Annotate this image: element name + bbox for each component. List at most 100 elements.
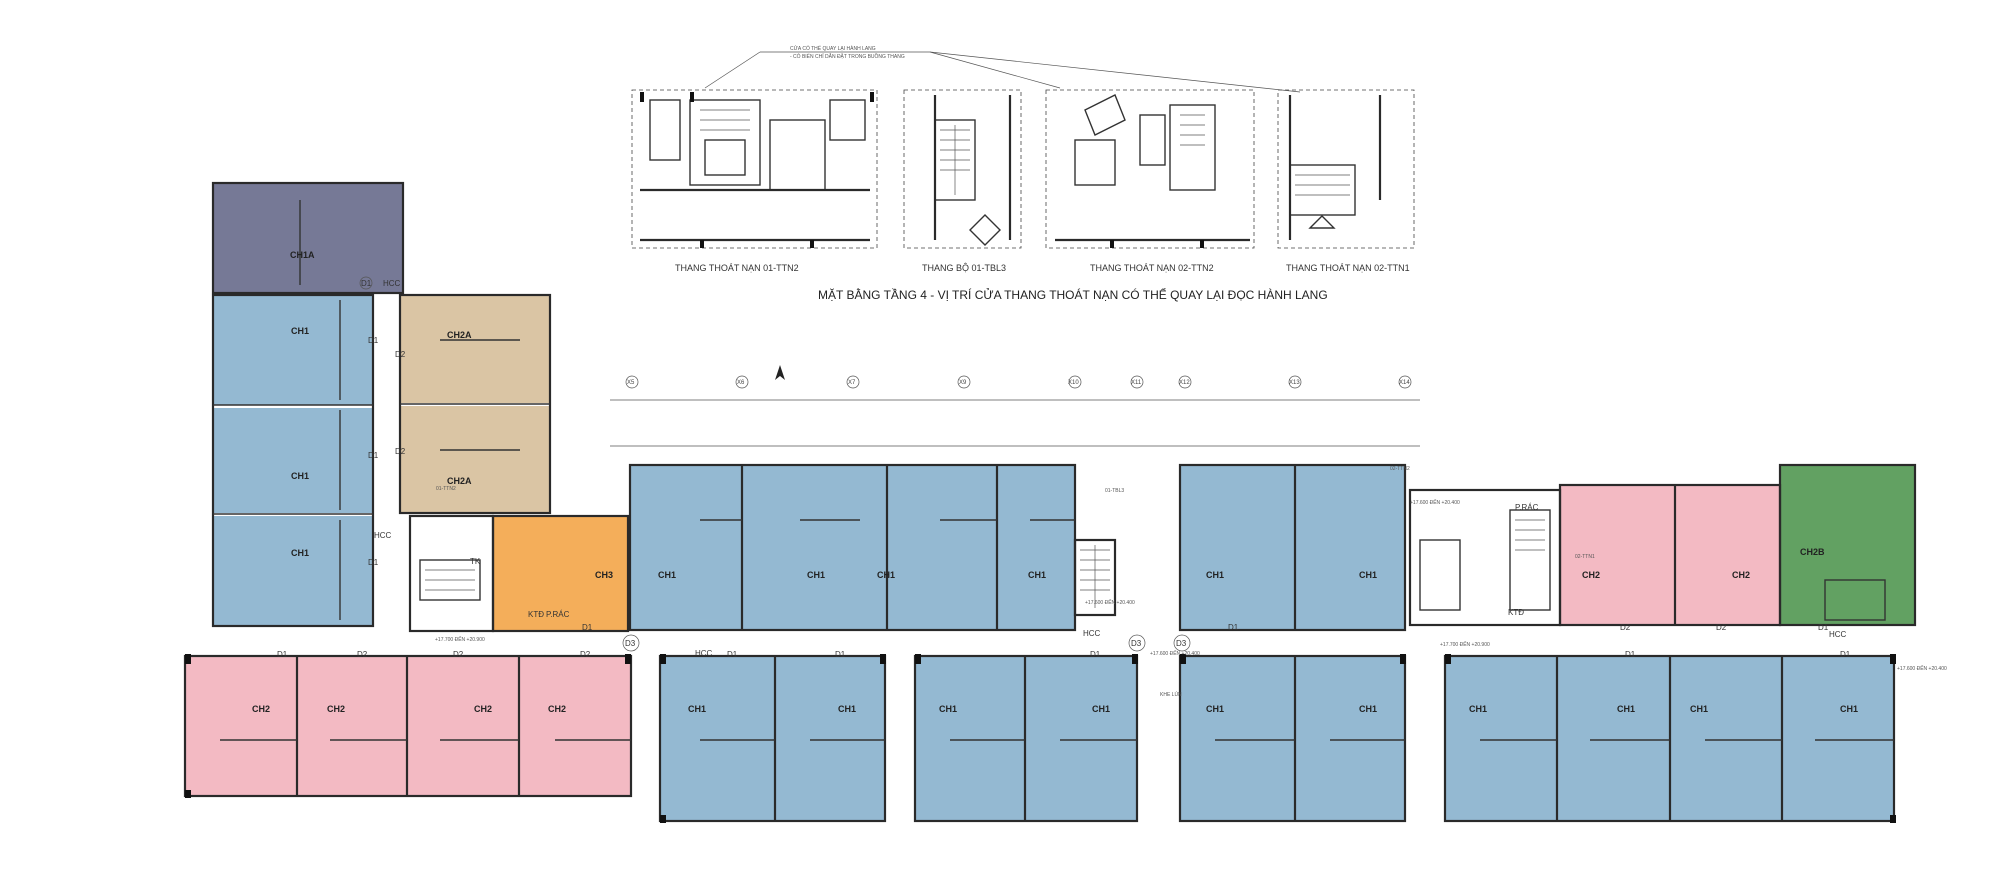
- axis-x5: X5: [625, 375, 639, 389]
- label-ch1-u4: CH1: [1028, 570, 1046, 580]
- label-ch1-l9: CH1: [1690, 704, 1708, 714]
- unit-ch1-upper-6: [1295, 465, 1405, 630]
- tag-d1-ch1a: D1: [361, 279, 372, 288]
- tag-d1-c: D1: [368, 558, 379, 567]
- tag-d2-b: D2: [395, 447, 406, 456]
- stair-tag-tbl3-01: 01-TBL3: [1105, 488, 1124, 494]
- label-ch1-l5: CH1: [1206, 704, 1224, 714]
- tag-d1-l8: D1: [1228, 623, 1239, 632]
- svg-text:X11: X11: [1131, 380, 1142, 386]
- tag-d1-l7: D1: [1090, 650, 1101, 659]
- level-note-b3: +17.600 ĐẾN +20.400: [1410, 499, 1460, 506]
- tag-d2-l4: D2: [580, 650, 591, 659]
- level-note-b2: +17.600 ĐẾN +20.400: [1150, 650, 1200, 657]
- grid-axes: X5 X6 X7 X9 X10 X11 X12 X13 X14: [610, 365, 1420, 447]
- stair-tag-ttn2-02: 02-TTN2: [1390, 466, 1410, 472]
- axis-x6: X6: [735, 375, 749, 389]
- tag-d1-r4: D1: [1625, 650, 1636, 659]
- unit-ch1-upper-3: [887, 465, 997, 630]
- unit-ch1-lower-9: [1670, 656, 1782, 821]
- tag-hcc-center: HCC: [1083, 629, 1101, 638]
- plan-title: MẶT BẰNG TẦNG 4 - VỊ TRÍ CỬA THANG THOÁT…: [818, 287, 1328, 302]
- tag-d2-l2: D2: [357, 650, 368, 659]
- label-ch1-u3: CH1: [877, 570, 895, 580]
- label-ch1-l10: CH1: [1840, 704, 1858, 714]
- unit-ch2-upper-1: [1560, 485, 1675, 625]
- note-line1: CỬA CÓ THỂ QUAY LẠI HÀNH LANG: [790, 45, 876, 52]
- label-ch2-l2: CH2: [327, 704, 345, 714]
- stair-tag-ttn1-02: 02-TTN1: [1575, 554, 1595, 560]
- unit-ch2-lower-1: [185, 656, 297, 796]
- level-note-b1: +17.600 ĐẾN +20.400: [1085, 599, 1135, 606]
- tag-d3-a: D3: [625, 639, 636, 648]
- unit-ch1-lower-7: [1445, 656, 1557, 821]
- svg-text:X7: X7: [848, 380, 856, 386]
- unit-ch1-lower-2: [775, 656, 885, 821]
- label-ch1-l6: CH1: [1359, 704, 1377, 714]
- inset-ttn1-02: THANG THOÁT NẠN 02-TTN1: [1277, 89, 1415, 273]
- door-tags: D1 D1 D1 D1 D2 D2 HCC HCC KTĐ P.RÁC TK D…: [277, 276, 1851, 659]
- unit-ch2a-a: [400, 295, 550, 403]
- unit-ch2-upper-2: [1675, 485, 1780, 625]
- axis-x9: X9: [957, 375, 971, 389]
- tag-d2-l3: D2: [453, 650, 464, 659]
- tag-d1-r3: D1: [1818, 623, 1829, 632]
- unit-ch1-lower-1: [660, 656, 775, 821]
- tag-d1-l1: D1: [277, 650, 288, 659]
- north-arrow-icon: [775, 365, 785, 380]
- svg-text:X5: X5: [627, 380, 635, 386]
- label-ch1-l8: CH1: [1617, 704, 1635, 714]
- svg-text:X13: X13: [1289, 380, 1300, 386]
- unit-labels: CH1A CH1 CH1 CH1 CH2A CH2A CH3 CH1 CH1 C…: [252, 250, 1858, 714]
- unit-ch1-upper-4: [997, 465, 1075, 630]
- label-ch1-l1: CH1: [688, 704, 706, 714]
- label-ch1-u1: CH1: [658, 570, 676, 580]
- units: [185, 183, 1915, 821]
- inset-ttn2-01: THANG THOÁT NẠN 01-TTN2: [631, 89, 878, 273]
- label-ch1-a: CH1: [291, 326, 309, 336]
- tag-d1-ch3: D1: [582, 623, 593, 632]
- svg-text:X12: X12: [1179, 380, 1190, 386]
- unit-ch2-lower-2: [297, 656, 407, 796]
- unit-ch1-upper-1: [630, 465, 742, 630]
- inset-label-4: THANG THOÁT NẠN 02-TTN1: [1286, 263, 1410, 273]
- unit-ch1-left-b: [213, 408, 373, 513]
- tag-ktd-right: KTĐ: [1508, 608, 1524, 617]
- axis-x11: X11: [1130, 375, 1144, 389]
- axis-x13: X13: [1288, 375, 1302, 389]
- inset-tbl3-01: THANG BỘ 01-TBL3: [903, 89, 1022, 273]
- unit-ch1-upper-2: [742, 465, 887, 630]
- tag-hcc-mid: HCC: [695, 649, 713, 658]
- tag-d3-b: D3: [1131, 639, 1142, 648]
- tag-prac-right: P.RÁC: [1515, 503, 1539, 512]
- tag-d1-l6: D1: [835, 650, 846, 659]
- stair-tag-ttn2-01: 01-TTN2: [436, 486, 456, 492]
- level-note-a1: +17.700 ĐẾN +20.900: [435, 636, 485, 643]
- unit-ch2a-b: [400, 406, 550, 513]
- tag-d2-r1: D2: [1620, 623, 1631, 632]
- tag-d2-r2: D2: [1716, 623, 1727, 632]
- unit-ch1-lower-5: [1180, 656, 1295, 821]
- unit-ch2b: [1780, 465, 1915, 625]
- tag-hcc-left: HCC: [374, 531, 392, 540]
- walls: [183, 181, 1917, 823]
- label-ch2-u1: CH2: [1582, 570, 1600, 580]
- svg-text:X10: X10: [1068, 380, 1079, 386]
- label-ch1-c: CH1: [291, 548, 309, 558]
- unit-ch1a: [213, 183, 403, 293]
- axis-x10: X10: [1068, 375, 1082, 389]
- label-ch2-u2: CH2: [1732, 570, 1750, 580]
- note-line2: - CÓ BIỂN CHỈ DẪN ĐẶT TRONG BUỒNG THANG: [790, 53, 905, 60]
- label-ch2-l4: CH2: [548, 704, 566, 714]
- svg-text:X9: X9: [959, 380, 967, 386]
- unit-ch1-lower-10: [1782, 656, 1894, 821]
- label-ch1-u5: CH1: [1206, 570, 1224, 580]
- label-ch2-l3: CH2: [474, 704, 492, 714]
- svg-text:X6: X6: [737, 380, 745, 386]
- label-ch1-b: CH1: [291, 471, 309, 481]
- inset-ttn2-02: THANG THOÁT NẠN 02-TTN2: [1045, 89, 1255, 273]
- unit-ch1-upper-5: [1180, 465, 1295, 630]
- label-ch1a: CH1A: [290, 250, 315, 260]
- level-note-b4: +17.600 ĐẾN +20.400: [1897, 665, 1947, 672]
